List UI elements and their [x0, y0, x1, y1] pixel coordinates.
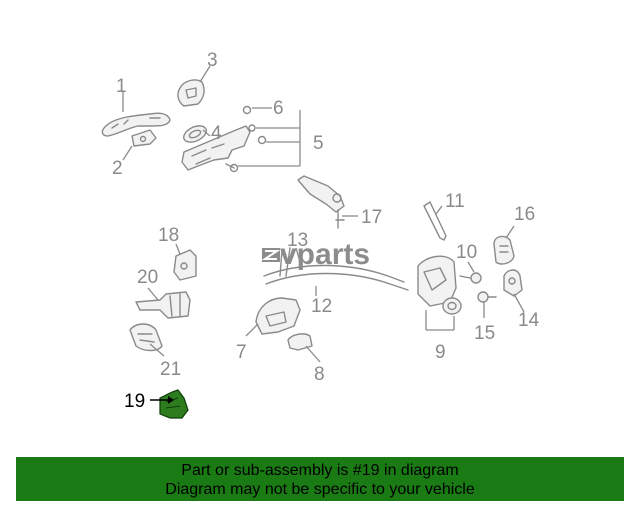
part-21-plate[interactable] — [129, 323, 163, 352]
part-4-seal[interactable] — [181, 123, 209, 146]
part-20-hinge[interactable] — [135, 291, 191, 319]
callout-17: 17 — [361, 207, 382, 228]
part-15-bolt[interactable] — [477, 291, 497, 303]
part-17-lock-rod[interactable] — [297, 175, 345, 229]
part-19-highlighted[interactable] — [159, 389, 189, 419]
part-1-outer-handle[interactable] — [101, 112, 171, 137]
part-12-cables[interactable] — [263, 247, 409, 291]
callout-20: 20 — [137, 267, 158, 288]
callout-7: 7 — [236, 342, 247, 363]
callout-6: 6 — [273, 98, 284, 119]
callout-10: 10 — [456, 242, 477, 263]
callout-11: 11 — [445, 191, 465, 212]
callout-14: 14 — [518, 310, 540, 331]
callout-15: 15 — [474, 323, 495, 344]
part-8-bezel[interactable] — [287, 333, 313, 351]
watermark: vparts — [261, 238, 370, 271]
part-3-cover[interactable] — [177, 79, 205, 107]
part-9-lock-actuator[interactable] — [417, 255, 462, 315]
callout-2: 2 — [112, 158, 123, 179]
part-18-striker[interactable] — [173, 249, 197, 281]
callout-16: 16 — [514, 204, 535, 225]
callout-4: 4 — [211, 123, 222, 144]
callout-13: 13 — [287, 230, 308, 251]
callout-21: 21 — [160, 359, 181, 380]
zv-logo-icon — [261, 248, 281, 262]
part-11-rod[interactable] — [423, 201, 447, 241]
callout-19: 19 — [124, 391, 145, 412]
part-10-bolt[interactable] — [459, 272, 482, 284]
callout-5: 5 — [313, 133, 324, 154]
leader-lines — [122, 65, 525, 404]
callout-9: 9 — [435, 342, 446, 363]
info-banner: Part or sub-assembly is #19 in diagram D… — [16, 457, 624, 501]
callout-12: 12 — [311, 296, 332, 317]
callout-3: 3 — [207, 50, 218, 71]
part-2-gasket[interactable] — [131, 129, 157, 147]
part-14-bracket[interactable] — [503, 269, 523, 297]
watermark-brand: vparts — [280, 238, 370, 271]
callout-1: 1 — [116, 76, 127, 97]
part-7-inside-handle[interactable] — [255, 297, 301, 335]
banner-line-2: Diagram may not be specific to your vehi… — [165, 481, 475, 498]
banner-line-1: Part or sub-assembly is #19 in diagram — [181, 462, 459, 479]
callout-18: 18 — [158, 225, 179, 246]
part-5-handle-frame[interactable] — [181, 105, 267, 173]
callout-8: 8 — [314, 364, 325, 385]
part-16-clip[interactable] — [493, 235, 515, 265]
callouts: 1 2 3 4 5 6 7 8 9 10 11 12 13 14 15 16 1… — [112, 50, 540, 412]
